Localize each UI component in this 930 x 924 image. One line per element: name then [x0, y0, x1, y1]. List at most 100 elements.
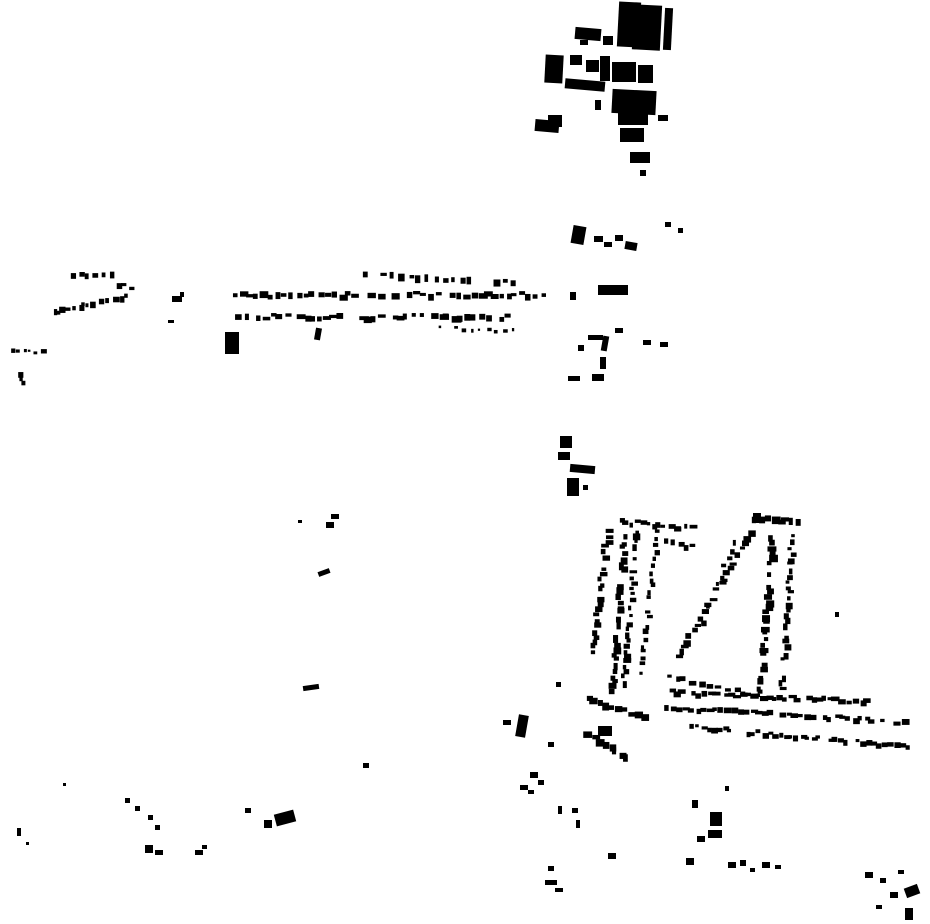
building	[116, 283, 123, 290]
building	[615, 593, 621, 601]
building	[640, 648, 646, 653]
building	[443, 278, 449, 283]
building	[568, 376, 580, 381]
building	[605, 535, 614, 540]
building	[298, 520, 302, 523]
building	[391, 293, 400, 300]
building	[759, 516, 766, 524]
building	[788, 568, 793, 575]
building	[120, 296, 125, 303]
building	[706, 708, 715, 713]
building	[64, 307, 71, 311]
building	[530, 772, 538, 778]
building	[655, 522, 661, 528]
building	[598, 585, 603, 592]
building	[780, 657, 785, 661]
building	[623, 643, 630, 649]
building	[643, 637, 649, 643]
building	[590, 642, 596, 649]
building	[778, 680, 783, 687]
building	[652, 524, 658, 530]
building	[232, 293, 238, 298]
building	[503, 329, 508, 333]
building	[621, 707, 628, 712]
building	[262, 316, 271, 321]
building	[419, 313, 424, 317]
building	[125, 798, 130, 803]
building	[600, 583, 605, 588]
building	[202, 845, 207, 849]
building	[79, 304, 85, 311]
building	[748, 530, 756, 537]
building	[785, 602, 793, 610]
building	[389, 271, 394, 279]
building	[235, 314, 242, 320]
building	[875, 743, 882, 749]
building	[129, 286, 135, 291]
building	[155, 850, 163, 855]
building	[622, 551, 629, 556]
building	[597, 596, 605, 603]
building	[604, 242, 612, 247]
building	[740, 692, 748, 697]
building	[720, 575, 725, 581]
building	[244, 313, 249, 321]
building	[615, 616, 621, 623]
building	[597, 699, 603, 706]
building	[755, 710, 763, 715]
building	[53, 309, 58, 316]
building	[317, 316, 322, 322]
building	[640, 170, 646, 176]
building	[788, 517, 793, 526]
building	[336, 313, 344, 319]
building	[79, 272, 85, 277]
building	[314, 327, 322, 341]
building	[786, 712, 792, 716]
building	[724, 688, 731, 692]
building	[785, 580, 790, 584]
building	[611, 653, 617, 658]
building	[654, 536, 658, 542]
building	[728, 692, 736, 696]
building	[762, 862, 770, 868]
building	[583, 731, 593, 738]
building	[605, 540, 614, 545]
building	[84, 273, 89, 280]
building	[614, 706, 623, 713]
building	[683, 640, 691, 647]
building	[632, 533, 641, 541]
building	[755, 693, 761, 698]
building	[784, 644, 792, 651]
building	[788, 694, 797, 699]
building	[626, 622, 633, 628]
building	[775, 865, 781, 869]
building	[706, 602, 710, 609]
building	[564, 78, 606, 92]
building	[280, 293, 287, 297]
building	[780, 517, 790, 522]
building	[701, 610, 706, 614]
building	[599, 571, 608, 577]
building	[438, 325, 442, 329]
building	[793, 697, 801, 703]
building	[844, 716, 850, 721]
building	[905, 908, 913, 920]
building	[588, 335, 603, 340]
building	[629, 597, 637, 603]
building	[570, 225, 587, 245]
building	[783, 613, 789, 620]
building	[623, 650, 628, 655]
building	[612, 679, 618, 684]
building	[567, 478, 579, 496]
building	[679, 648, 684, 656]
building	[569, 463, 596, 475]
building	[623, 534, 628, 540]
building	[424, 274, 429, 282]
building	[678, 527, 682, 532]
building	[767, 588, 774, 595]
building	[726, 728, 732, 733]
building	[288, 292, 293, 300]
building	[837, 738, 844, 743]
building	[33, 351, 38, 355]
building	[668, 524, 676, 529]
